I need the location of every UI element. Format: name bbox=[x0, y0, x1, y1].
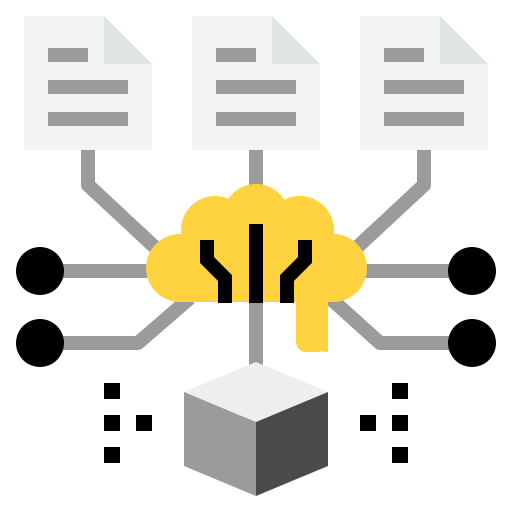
circuit-traces bbox=[200, 224, 312, 303]
connector-doc-left bbox=[81, 150, 165, 258]
connector-doc-right bbox=[347, 150, 431, 258]
document-right-icon bbox=[360, 16, 488, 150]
data-bits-left bbox=[104, 383, 152, 463]
node-right-top bbox=[448, 247, 496, 295]
connector-node-left-bottom bbox=[40, 292, 195, 350]
brain-icon bbox=[146, 184, 367, 352]
document-center-icon bbox=[192, 16, 320, 150]
data-bits-right bbox=[360, 383, 408, 463]
connector-node-right-bottom bbox=[325, 292, 472, 350]
node-left-top bbox=[16, 247, 64, 295]
document-left-icon bbox=[24, 16, 152, 150]
node-left-bottom bbox=[16, 319, 64, 367]
data-cube-icon bbox=[184, 362, 328, 496]
endpoint-nodes bbox=[16, 247, 496, 367]
node-right-bottom bbox=[448, 319, 496, 367]
